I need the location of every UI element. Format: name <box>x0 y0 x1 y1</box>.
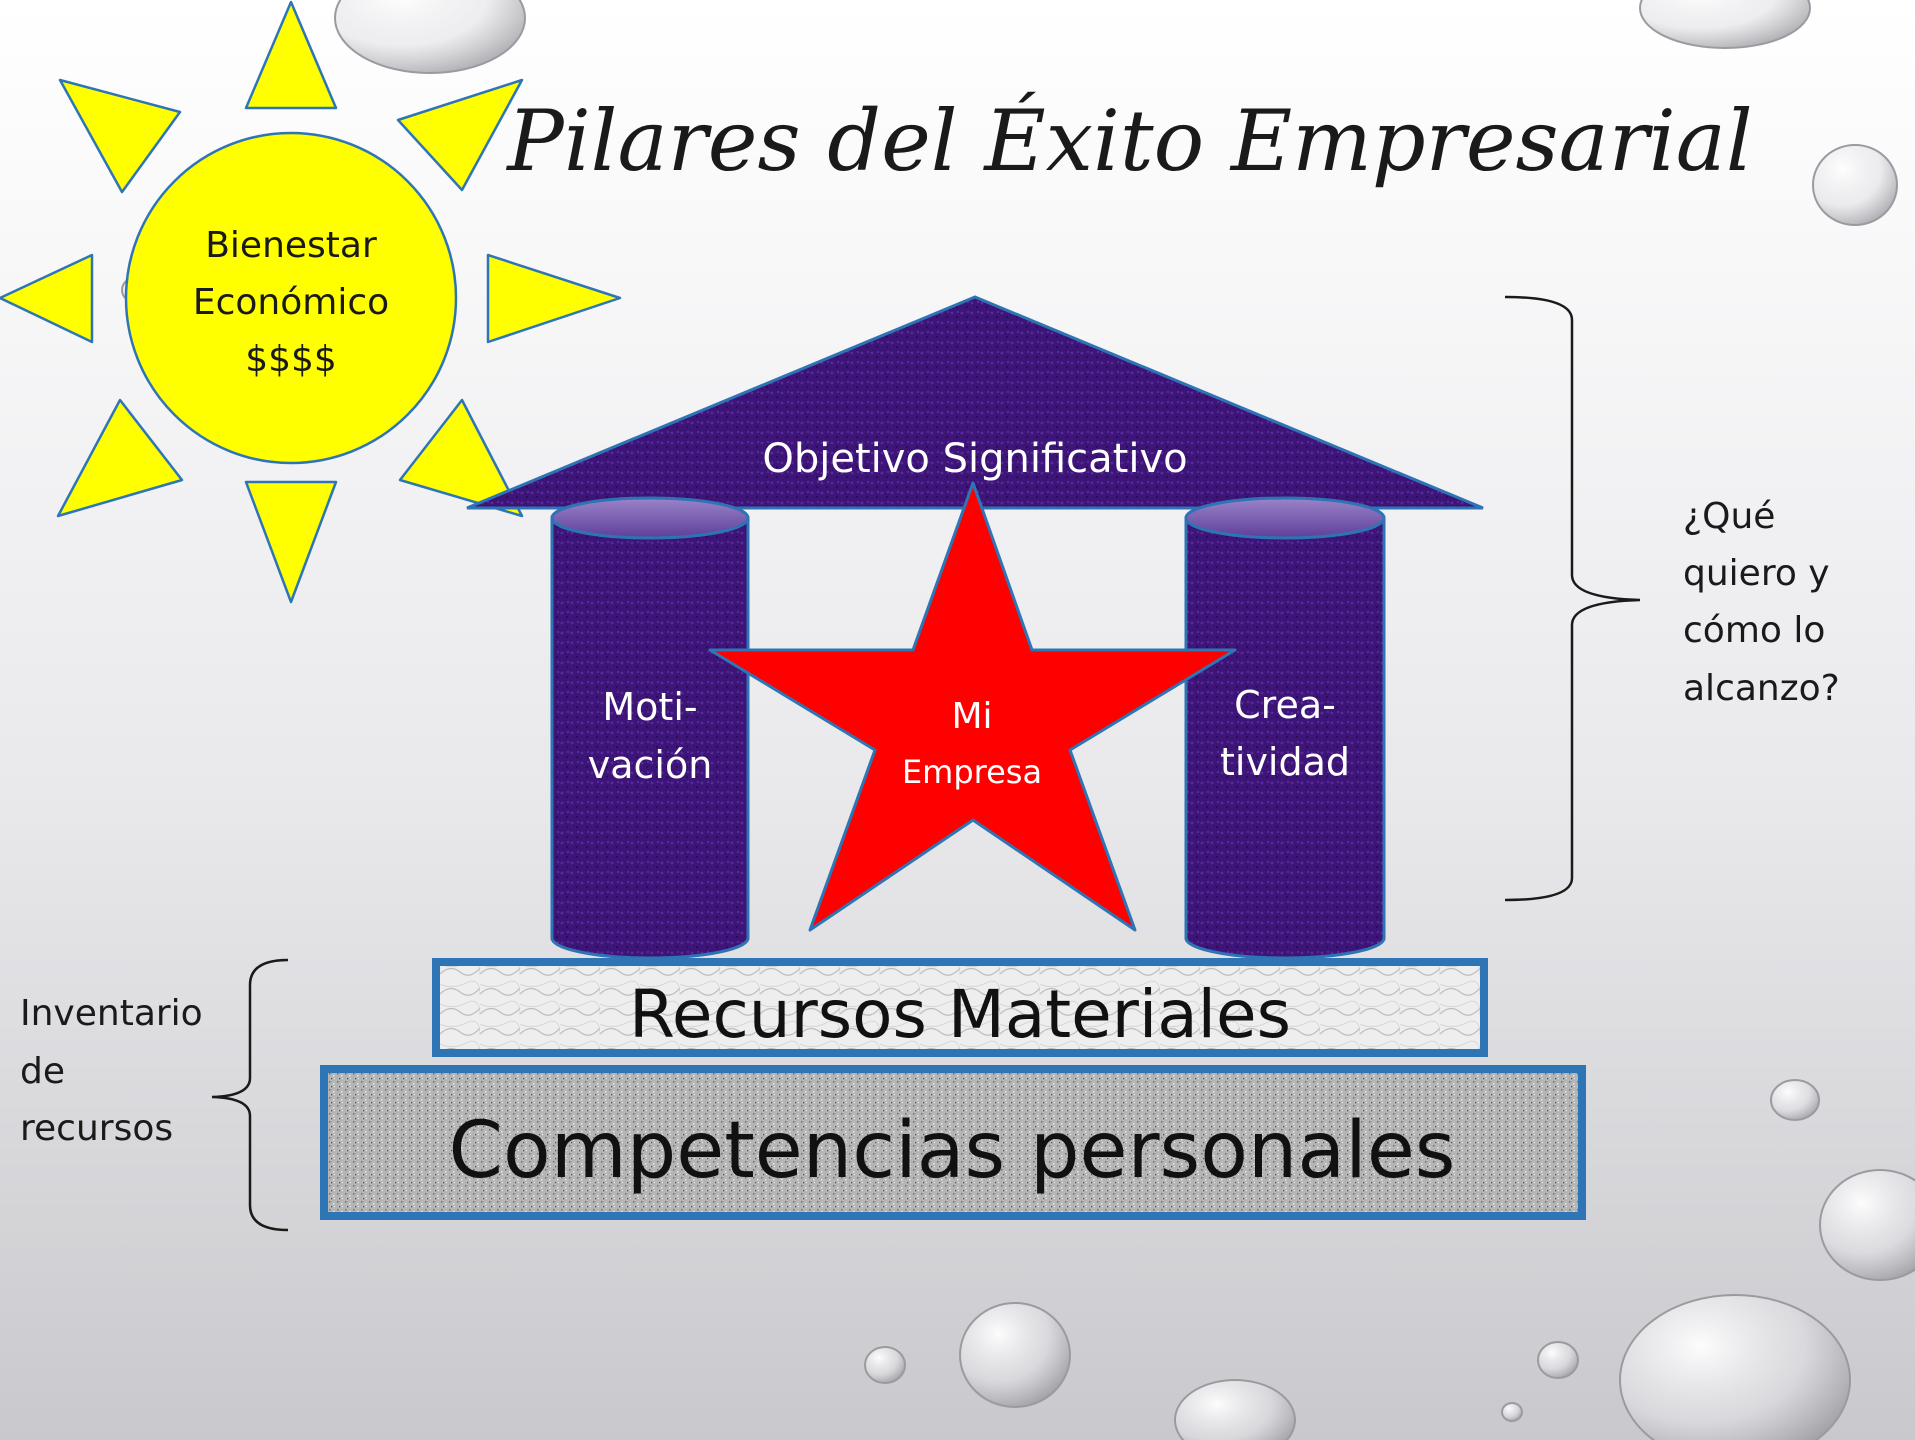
star-icon: Mi Empresa <box>708 481 1237 932</box>
right-note-line-3: cómo lo <box>1683 610 1825 651</box>
right-pillar-line-2: tividad <box>1220 740 1350 784</box>
left-pillar-line-2: vación <box>588 743 713 787</box>
right-brace <box>1504 295 1641 902</box>
sun-line-3: $$$$ <box>245 339 337 380</box>
competencies-block: Competencias personales <box>320 1065 1586 1220</box>
sun-icon: Bienestar Económico $$$$ <box>0 0 622 604</box>
left-note-line-1: Inventario <box>20 993 203 1034</box>
left-pillar: Moti- vación <box>550 496 750 960</box>
left-brace <box>211 958 289 1232</box>
competencies-label: Competencias personales <box>449 1106 1456 1196</box>
materials-block: Recursos Materiales <box>432 958 1488 1057</box>
star-line-2: Empresa <box>902 753 1042 791</box>
page-title: Pilares del Éxito Empresarial <box>505 92 1752 190</box>
right-note-line-1: ¿Qué <box>1683 496 1775 537</box>
right-note-line-2: quiero y <box>1683 553 1830 594</box>
materials-label: Recursos Materiales <box>629 976 1291 1053</box>
right-pillar-line-1: Crea- <box>1234 683 1336 727</box>
star-line-1: Mi <box>951 696 992 737</box>
right-note-line-4: alcanzo? <box>1683 668 1840 709</box>
sun-rays <box>0 0 622 604</box>
roof-label: Objetivo Significativo <box>762 436 1187 482</box>
left-note-line-2: de <box>20 1051 65 1092</box>
left-note-line-3: recursos <box>20 1108 173 1149</box>
right-pillar: Crea- tividad <box>1184 496 1386 960</box>
sun-line-1: Bienestar <box>205 225 377 266</box>
water-drop-icon <box>121 0 1915 1440</box>
left-pillar-line-1: Moti- <box>602 685 697 729</box>
sun-circle <box>124 131 458 465</box>
sun-line-2: Económico <box>193 282 389 323</box>
